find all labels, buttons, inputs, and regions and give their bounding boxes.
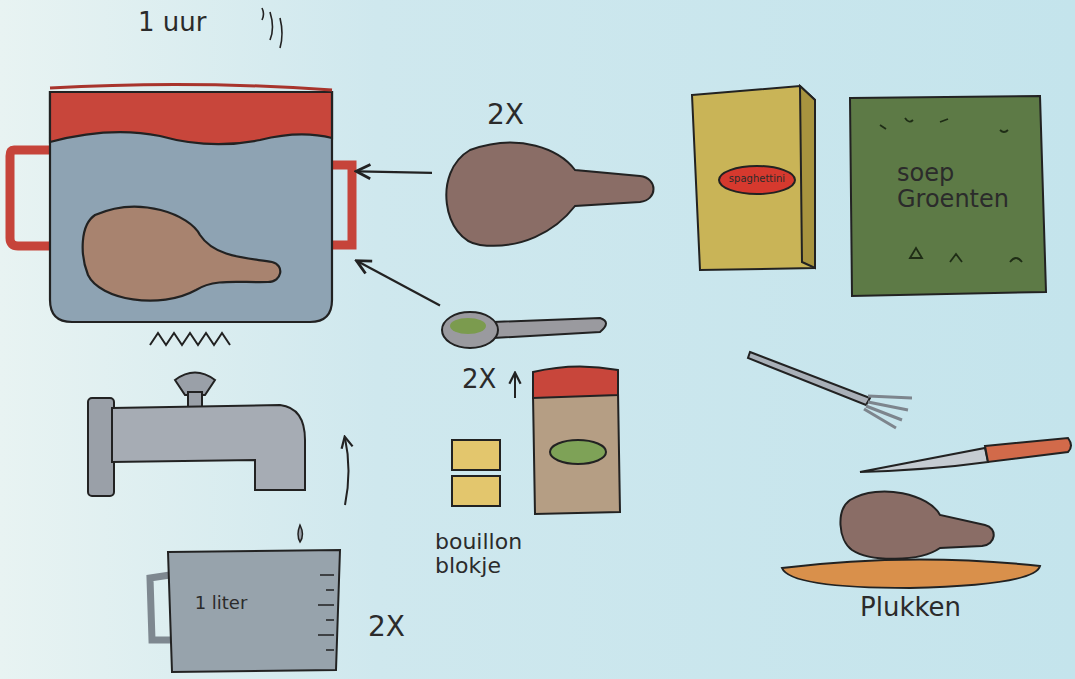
node-text: 1 uur	[138, 8, 248, 37]
measuring-cup-node: 1 liter	[148, 545, 348, 675]
plate-node: Plukken	[780, 465, 1048, 650]
count-label: 2X	[368, 612, 405, 643]
node-text: bouillon blokje	[435, 530, 560, 578]
soup-pot	[10, 8, 352, 345]
vegetable-bag	[850, 96, 1046, 296]
spoon	[442, 312, 606, 348]
node-text: 2X	[462, 365, 512, 394]
soup-pot-node: 1 uur	[10, 8, 358, 328]
drumstick-node: 2X	[432, 100, 657, 250]
node-text: spaghettini	[709, 173, 805, 184]
bouillon-node: bouillon blokje	[430, 438, 560, 608]
node-text: 1 liter	[190, 593, 252, 613]
fork	[748, 352, 912, 428]
flow-arrow	[358, 261, 440, 305]
spoon-node: 2X	[440, 305, 615, 400]
plate-with-drumstick	[782, 438, 1071, 588]
water-tap	[88, 373, 305, 543]
vegetable-bag-node: soep Groenten	[845, 92, 1050, 297]
chicken-drumstick	[446, 143, 653, 246]
node-text: soep Groenten	[897, 160, 1032, 213]
stock-jar	[533, 366, 620, 514]
bouillon-cubes	[452, 440, 500, 506]
node-text: 2X	[487, 100, 557, 131]
measuring-cup	[150, 550, 340, 672]
flow-arrow	[358, 171, 432, 172]
node-text: Plukken	[860, 593, 1020, 622]
flow-arrow	[514, 374, 516, 398]
pasta-box	[692, 86, 815, 270]
flow-arrow	[345, 438, 349, 505]
pasta-box-node: spaghettini	[688, 82, 818, 274]
